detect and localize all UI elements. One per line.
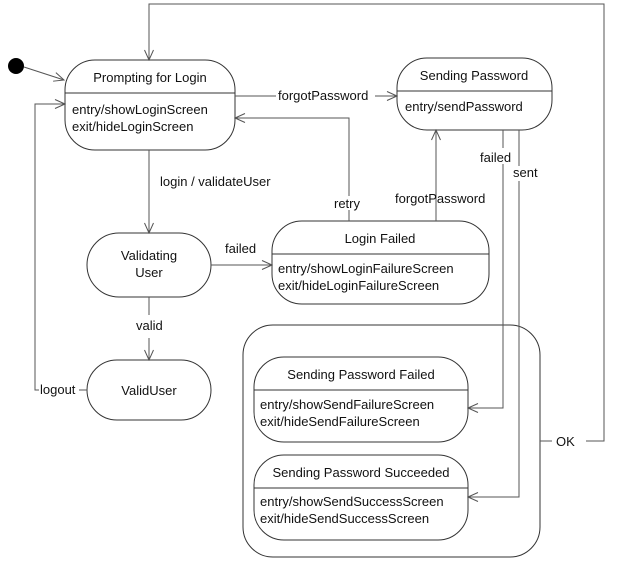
state-send-failed-exit: exit/hideSendFailureScreen	[260, 414, 420, 429]
transition-validate-failed: failed	[211, 241, 272, 265]
label-login-validate: login / validateUser	[160, 174, 271, 189]
state-sending-password-succeeded: Sending Password Succeeded entry/showSen…	[253, 454, 469, 541]
transition-forgot-password-from-failed: forgotPassword	[395, 130, 485, 221]
state-send-succeeded-entry: entry/showSendSuccessScreen	[260, 494, 444, 509]
label-valid: valid	[136, 318, 163, 333]
transition-valid: valid	[136, 297, 163, 360]
state-sending-password-entry: entry/sendPassword	[405, 99, 523, 114]
state-validating-user: Validating User	[86, 232, 212, 298]
transition-login-validate: login / validateUser	[149, 150, 271, 233]
label-forgot-password-2: forgotPassword	[395, 191, 485, 206]
state-login-failed-name: Login Failed	[345, 231, 416, 246]
label-logout: logout	[40, 382, 76, 397]
state-send-succeeded-exit: exit/hideSendSuccessScreen	[260, 511, 429, 526]
transition-forgot-password-to-sending: forgotPassword	[235, 88, 397, 103]
state-valid-user: ValidUser	[86, 359, 212, 421]
state-login-failed-exit: exit/hideLoginFailureScreen	[278, 278, 439, 293]
label-forgot-password-1: forgotPassword	[278, 88, 368, 103]
initial-state-dot	[8, 58, 24, 74]
label-sent: sent	[513, 165, 538, 180]
state-login-failed: Login Failed entry/showLoginFailureScree…	[271, 220, 490, 305]
state-send-failed-entry: entry/showSendFailureScreen	[260, 397, 434, 412]
state-sending-password-name: Sending Password	[420, 68, 528, 83]
initial-transition-arrow	[23, 66, 64, 80]
state-prompting-exit: exit/hideLoginScreen	[72, 119, 193, 134]
state-send-failed-name: Sending Password Failed	[287, 367, 434, 382]
state-prompting-name: Prompting for Login	[93, 70, 206, 85]
state-prompting-entry: entry/showLoginScreen	[72, 102, 208, 117]
state-sending-password-failed: Sending Password Failed entry/showSendFa…	[253, 356, 469, 443]
state-send-succeeded-name: Sending Password Succeeded	[272, 465, 449, 480]
transition-send-failed: failed	[468, 130, 511, 408]
transition-logout: logout	[34, 104, 87, 397]
label-failed-validate: failed	[225, 241, 256, 256]
transition-ok: OK	[149, 3, 605, 449]
state-valid-user-name: ValidUser	[121, 383, 177, 398]
label-ok: OK	[556, 434, 575, 449]
transition-sent: sent	[468, 130, 538, 497]
state-validating-name-line2: User	[135, 265, 163, 280]
state-prompting-for-login: Prompting for Login entry/showLoginScree…	[64, 59, 236, 151]
state-sending-password: Sending Password entry/sendPassword	[396, 57, 553, 131]
state-login-failed-entry: entry/showLoginFailureScreen	[278, 261, 454, 276]
label-retry: retry	[334, 196, 361, 211]
state-validating-name-line1: Validating	[121, 248, 177, 263]
transition-retry: retry	[235, 118, 361, 221]
label-failed-send: failed	[480, 150, 511, 165]
